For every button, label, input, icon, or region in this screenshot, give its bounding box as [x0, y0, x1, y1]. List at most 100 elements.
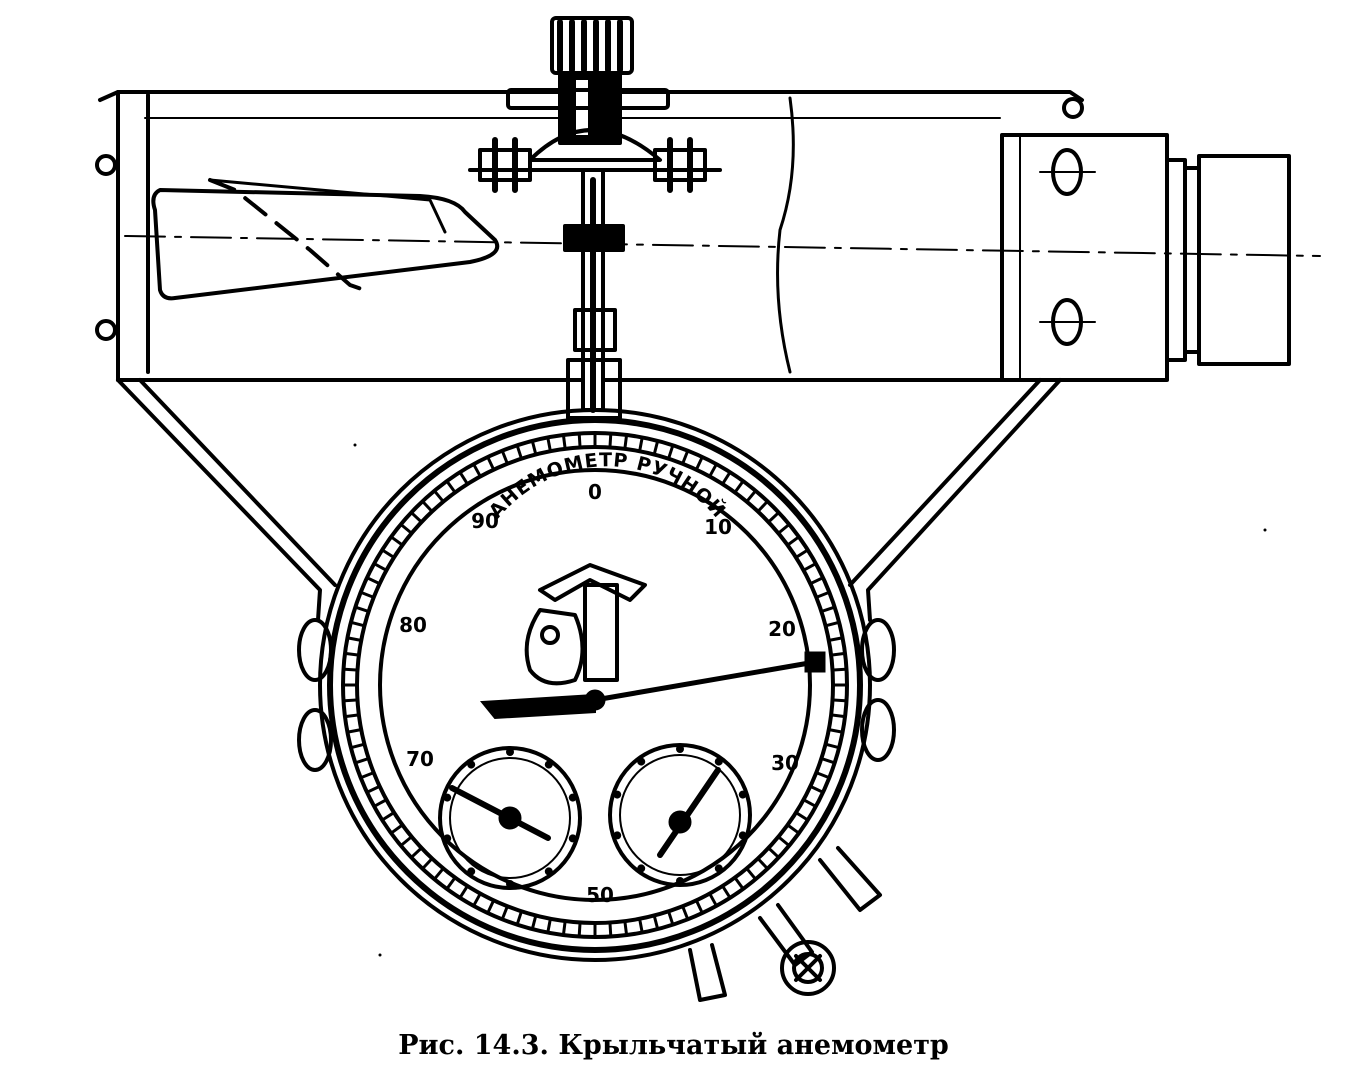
scale-tick [516, 445, 523, 459]
dial-housing [318, 408, 872, 962]
scale-tick [345, 713, 359, 718]
subdial-left-marks [443, 748, 577, 888]
scale-tick [778, 836, 790, 847]
scale-tick [501, 906, 509, 919]
scale-tick [367, 785, 380, 794]
scale-tick [652, 441, 659, 454]
scale-tick [734, 877, 744, 889]
scale-tick [734, 481, 744, 493]
subdial-mark [637, 757, 646, 766]
manufacturer-logo [524, 563, 647, 686]
scale-tick [577, 434, 582, 447]
scale-tick [516, 911, 523, 925]
wing-vane [151, 178, 500, 301]
scale-tick [623, 435, 628, 449]
scale-tick [708, 464, 718, 477]
subdial-mark [506, 748, 514, 756]
scale-tick [746, 490, 757, 502]
scale-tick [816, 591, 829, 599]
scale-tick [446, 481, 456, 493]
scale-tick [348, 728, 361, 734]
scale-tick [531, 441, 538, 454]
scale-tick [531, 916, 538, 929]
subdial-mark [738, 790, 747, 799]
scale-tick [501, 451, 509, 464]
scale-tick [546, 919, 552, 932]
scale-tick [344, 667, 357, 672]
scale-tick [608, 434, 613, 447]
scale-tick [826, 621, 839, 628]
scale-tick [367, 576, 380, 585]
scale-tick [768, 847, 779, 858]
subdial-mark [568, 834, 577, 843]
scale-label-10: 10 [704, 515, 732, 539]
scale-tick [577, 923, 582, 936]
scale-tick [361, 591, 374, 599]
lock-screw-icon [780, 940, 836, 996]
scale-tick [795, 549, 808, 559]
scale-tick [355, 606, 369, 613]
scale-tick [787, 824, 799, 834]
scale-tick [803, 798, 816, 808]
scale-tick [667, 445, 674, 459]
scale-tick [810, 785, 823, 794]
subdial-mark [613, 831, 622, 840]
scale-tick [422, 858, 433, 869]
scale-label-20: 20 [768, 617, 796, 641]
scale-tick [821, 757, 835, 764]
scale-tick [638, 438, 644, 451]
scale-tick [787, 536, 799, 546]
scale-tick [652, 916, 659, 929]
scale-tick [833, 667, 846, 672]
scale-tick [400, 523, 412, 534]
subdial-mark [506, 880, 514, 888]
subdial-mark [443, 834, 452, 843]
figure-caption: Рис. 14.3. Крыльчатый анемометр [398, 1030, 949, 1061]
subdial-mark [714, 757, 723, 766]
subdial-left-pointer [449, 785, 551, 841]
top-knob [468, 16, 722, 193]
subdial-mark [544, 867, 553, 876]
scale-tick [382, 549, 395, 559]
subdial-mark [637, 864, 646, 873]
scale-tick [708, 893, 718, 906]
scale-tick [695, 900, 704, 913]
scale-tick [433, 868, 444, 880]
scale-tick [778, 523, 790, 534]
scale-tick [348, 636, 361, 642]
scale-tick [681, 906, 689, 919]
subdial-mark [676, 745, 684, 753]
scale-tick [810, 576, 823, 585]
subdial-mark [714, 864, 723, 873]
scale-tick [374, 562, 387, 572]
scale-tick [382, 811, 395, 821]
main-pointer [479, 651, 826, 720]
scale-tick [757, 501, 768, 512]
scale-tick [795, 811, 808, 821]
scale-tick [757, 858, 768, 869]
central-shaft [563, 168, 625, 420]
scale-tick [831, 652, 845, 657]
scale-tick [546, 438, 552, 451]
scale-tick [829, 636, 842, 642]
scale-tick [695, 457, 704, 470]
scale-tick [721, 472, 731, 485]
scale-tick [623, 921, 628, 935]
scale-label-50: 50 [586, 883, 614, 907]
scale-tick [433, 490, 444, 502]
subdial-mark [443, 793, 452, 802]
scale-label-70: 70 [406, 747, 434, 771]
scale-tick [608, 923, 613, 936]
subdial-mark [738, 831, 747, 840]
scale-tick [638, 919, 644, 932]
scale-tick [826, 742, 839, 749]
scale-tick [803, 562, 816, 572]
arrest-levers [688, 846, 882, 1002]
scale-tick [472, 464, 482, 477]
support-legs [116, 378, 1062, 772]
axis-line [124, 235, 1321, 257]
scale-tick [486, 900, 495, 913]
subdial-mark [544, 760, 553, 769]
scale-tick [833, 698, 846, 703]
